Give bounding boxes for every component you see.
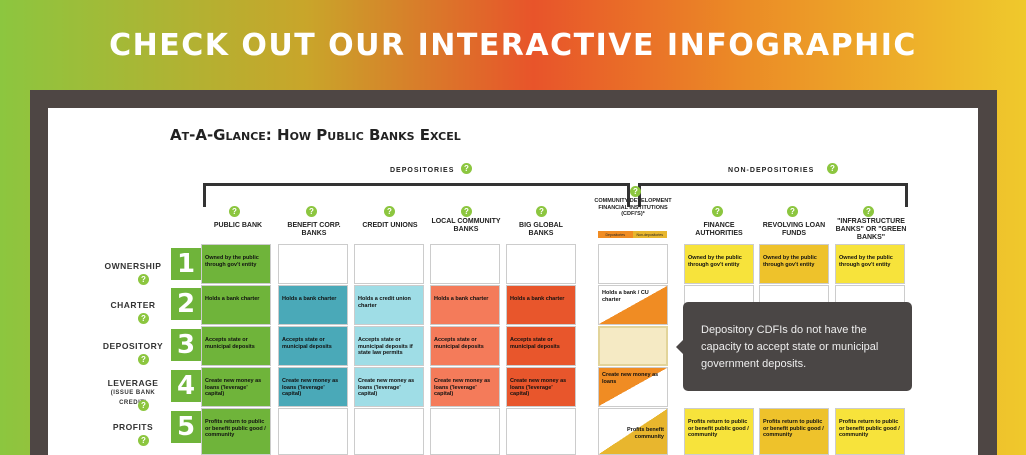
cell-revolving-loan-ownership[interactable]: Owned by the public through gov't entity xyxy=(759,244,829,284)
row-number-3: 3 xyxy=(171,329,201,361)
help-icon[interactable]: ? xyxy=(712,206,723,217)
row-number-4: 4 xyxy=(171,370,201,402)
non-depositories-bracket xyxy=(638,183,908,207)
help-icon[interactable]: ? xyxy=(630,186,641,197)
row-number-2: 2 xyxy=(171,288,201,320)
promo-banner: CHECK OUT OUR INTERACTIVE INFOGRAPHIC xyxy=(0,0,1026,90)
cell-public-bank-leverage[interactable]: Create new money as loans ('leverage' ca… xyxy=(201,367,271,407)
cell-revolving-loan-profits[interactable]: Profits return to public or benefit publ… xyxy=(759,408,829,455)
help-icon[interactable]: ? xyxy=(827,163,838,174)
row-label-charter: CHARTER xyxy=(110,300,156,310)
cell-public-bank-charter[interactable]: Holds a bank charter xyxy=(201,285,271,325)
help-icon[interactable]: ? xyxy=(229,206,240,217)
cdfi-legend-depositories: Depositories xyxy=(598,231,633,238)
help-icon[interactable]: ? xyxy=(863,206,874,217)
depositories-bracket xyxy=(203,183,630,207)
row-number-5: 5 xyxy=(171,411,201,443)
cell-benefit-corp-ownership[interactable] xyxy=(278,244,348,284)
cell-local-community-charter[interactable]: Holds a bank charter xyxy=(430,285,500,325)
cell-credit-unions-ownership[interactable] xyxy=(354,244,424,284)
column-header-local-community: LOCAL COMMUNITY BANKS xyxy=(431,218,501,233)
row-label-ownership: OWNERSHIP xyxy=(104,261,162,271)
help-icon[interactable]: ? xyxy=(461,206,472,217)
row-sublabel-leverage: (ISSUE BANK CREDIT) xyxy=(110,390,156,406)
column-header-big-global: BIG GLOBAL BANKS xyxy=(519,222,563,237)
cell-local-community-leverage[interactable]: Create new money as loans ('leverage' ca… xyxy=(430,367,500,407)
row-label-leverage: LEVERAGE xyxy=(107,378,159,388)
column-header-credit-unions: CREDIT UNIONS xyxy=(362,222,418,229)
row-label-depository: DEPOSITORY xyxy=(102,341,164,351)
help-icon[interactable]: ? xyxy=(138,354,149,365)
help-icon[interactable]: ? xyxy=(138,274,149,285)
cell-cdfi-profits[interactable]: Profits benefit community xyxy=(598,408,668,455)
row-number-1: 1 xyxy=(171,248,201,280)
help-icon[interactable]: ? xyxy=(138,313,149,324)
cell-benefit-corp-charter[interactable]: Holds a bank charter xyxy=(278,285,348,325)
cell-cdfi-depository[interactable] xyxy=(598,326,668,366)
help-icon[interactable]: ? xyxy=(384,206,395,217)
column-header-cdfi: COMMUNITY DEVELOPMENT FINANCIAL INSTITUT… xyxy=(594,198,672,217)
cdfi-legend-non-depositories: Non-depositories xyxy=(632,231,667,238)
banner-heading[interactable]: CHECK OUT OUR INTERACTIVE INFOGRAPHIC xyxy=(109,27,917,63)
column-header-benefit-corp: BENEFIT CORP. BANKS xyxy=(287,222,341,237)
help-icon[interactable]: ? xyxy=(138,400,149,411)
cell-cdfi-ownership[interactable] xyxy=(598,244,668,284)
cell-public-bank-profits[interactable]: Profits return to public or benefit publ… xyxy=(201,408,271,455)
cell-credit-unions-charter[interactable]: Holds a credit union charter xyxy=(354,285,424,325)
cell-public-bank-depository[interactable]: Accepts state or municipal deposits xyxy=(201,326,271,366)
cell-infrastructure-ownership[interactable]: Owned by the public through gov't entity xyxy=(835,244,905,284)
cell-finance-authorities-profits[interactable]: Profits return to public or benefit publ… xyxy=(684,408,754,455)
cell-big-global-leverage[interactable]: Create new money as loans ('leverage' ca… xyxy=(506,367,576,407)
cell-big-global-depository[interactable]: Accepts state or municipal deposits xyxy=(506,326,576,366)
cell-credit-unions-profits[interactable] xyxy=(354,408,424,455)
cell-benefit-corp-depository[interactable]: Accepts state or municipal deposits xyxy=(278,326,348,366)
help-icon[interactable]: ? xyxy=(138,435,149,446)
infographic-paper: At-A-Glance: How Public Banks Excel DEPO… xyxy=(48,108,978,455)
cdfi-tooltip: Depository CDFIs do not have the capacit… xyxy=(676,302,912,391)
cell-local-community-depository[interactable]: Accepts state or municipal deposits xyxy=(430,326,500,366)
cell-benefit-corp-profits[interactable] xyxy=(278,408,348,455)
column-header-finance-authorities: FINANCE AUTHORITIES xyxy=(695,222,743,237)
cdfi-legend: Depositories Non-depositories xyxy=(598,231,667,238)
cell-local-community-ownership[interactable] xyxy=(430,244,500,284)
cell-big-global-profits[interactable] xyxy=(506,408,576,455)
group-label-non-depositories: NON-DEPOSITORIES xyxy=(728,167,815,174)
cell-cdfi-charter[interactable]: Holds a bank / CU charter xyxy=(598,285,668,325)
help-icon[interactable]: ? xyxy=(306,206,317,217)
cell-public-bank-ownership[interactable]: Owned by the public through gov't entity xyxy=(201,244,271,284)
help-icon[interactable]: ? xyxy=(461,163,472,174)
help-icon[interactable]: ? xyxy=(787,206,798,217)
column-header-revolving-loan: REVOLVING LOAN FUNDS xyxy=(762,222,826,237)
group-label-depositories: DEPOSITORIES xyxy=(390,167,455,174)
infographic-title: At-A-Glance: How Public Banks Excel xyxy=(170,126,461,144)
cell-infrastructure-profits[interactable]: Profits return to public or benefit publ… xyxy=(835,408,905,455)
cell-benefit-corp-leverage[interactable]: Create new money as loans ('leverage' ca… xyxy=(278,367,348,407)
cell-local-community-profits[interactable] xyxy=(430,408,500,455)
cell-big-global-ownership[interactable] xyxy=(506,244,576,284)
row-label-profits: PROFITS xyxy=(112,422,154,432)
cell-big-global-charter[interactable]: Holds a bank charter xyxy=(506,285,576,325)
cell-credit-unions-leverage[interactable]: Create new money as loans ('leverage' ca… xyxy=(354,367,424,407)
cell-credit-unions-depository[interactable]: Accepts state or municipal deposits if s… xyxy=(354,326,424,366)
cell-cdfi-leverage[interactable]: Create new money as loans xyxy=(598,367,668,407)
column-header-public-bank: PUBLIC BANK xyxy=(213,222,263,229)
column-header-infrastructure: "INFRASTRUCTURE BANKS" OR "GREEN BANKS" xyxy=(835,218,907,241)
cell-finance-authorities-ownership[interactable]: Owned by the public through gov't entity xyxy=(684,244,754,284)
help-icon[interactable]: ? xyxy=(536,206,547,217)
